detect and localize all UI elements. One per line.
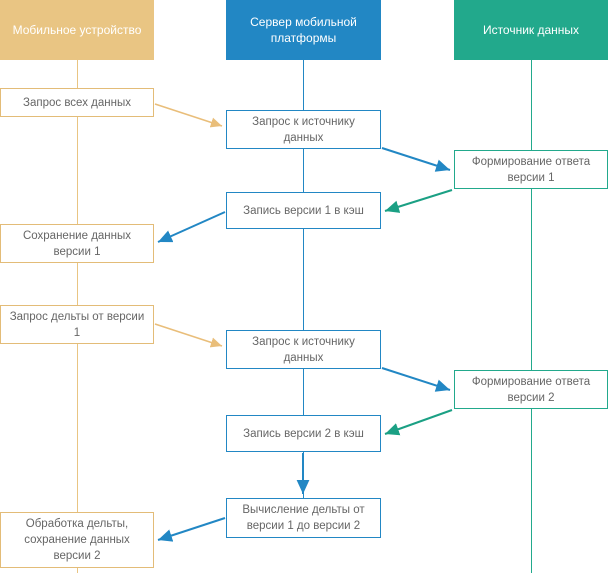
node-cache-write-version-1: Запись версии 1 в кэш bbox=[226, 192, 381, 229]
node-request-delta-from-version-1: Запрос дельты от версии 1 bbox=[0, 305, 154, 344]
node-process-delta-save-version-2: Обработка дельты, сохранение данных верс… bbox=[0, 512, 154, 568]
lifeline-server bbox=[303, 60, 304, 498]
edge-source-request-1-to-build-response-1 bbox=[381, 147, 451, 172]
edge-compute-delta-to-process-delta bbox=[157, 517, 226, 542]
edge-source-request-2-to-build-response-2 bbox=[381, 367, 451, 392]
lane-header-mobile-device: Мобильное устройство bbox=[0, 0, 154, 60]
node-save-data-version-1: Сохранение данных версии 1 bbox=[0, 224, 154, 263]
node-compute-delta: Вычисление дельты от версии 1 до версии … bbox=[226, 498, 381, 538]
edge-request-delta-to-source-request-2 bbox=[154, 323, 223, 348]
edge-request-all-data-to-source-request-1 bbox=[154, 103, 223, 128]
edge-build-response-1-to-cache-write-1 bbox=[384, 189, 453, 213]
node-cache-write-version-2: Запись версии 2 в кэш bbox=[226, 415, 381, 452]
node-source-request-2: Запрос к источнику данных bbox=[226, 330, 381, 369]
edge-build-response-2-to-cache-write-2 bbox=[384, 409, 453, 436]
lane-header-data-source: Источник данных bbox=[454, 0, 608, 60]
edge-cache-write-1-to-save-data-1 bbox=[157, 211, 226, 243]
node-build-response-version-2: Формирование ответа версии 2 bbox=[454, 370, 608, 409]
lifeline-source bbox=[531, 60, 532, 573]
node-source-request-1: Запрос к источнику данных bbox=[226, 110, 381, 149]
lane-header-mobile-platform-server: Сервер мобильной платформы bbox=[226, 0, 381, 60]
node-build-response-version-1: Формирование ответа версии 1 bbox=[454, 150, 608, 189]
node-request-all-data: Запрос всех данных bbox=[0, 88, 154, 117]
